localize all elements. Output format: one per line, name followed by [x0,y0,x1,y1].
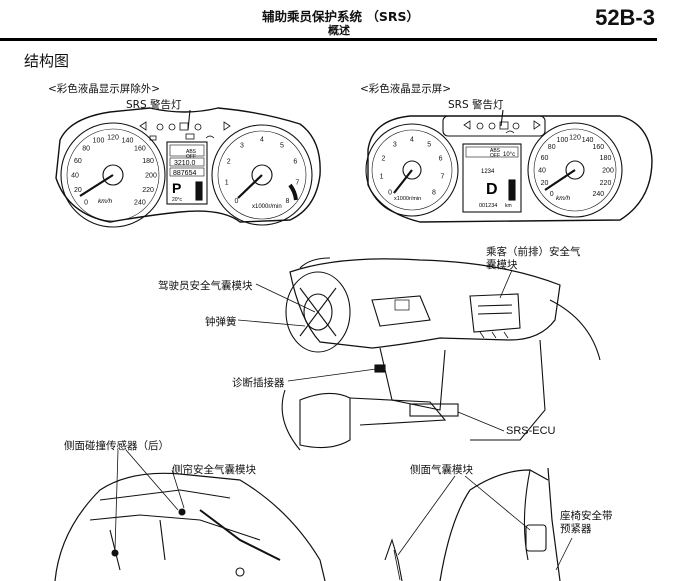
cluster-left-rpm-tick: 7 [295,180,299,187]
cluster-left-rpm-tick: 8 [286,198,290,205]
label-srs-ecu: SRS-ECU [506,425,556,437]
cluster-left-lcd-off: OFF [186,154,196,160]
lower-left-leaders [114,449,185,551]
label-diagnostic-connector: 诊断插接器 [232,377,285,389]
cluster-right-rpm-tick: 3 [393,142,397,149]
cluster-right-rpm-tick: 4 [410,137,414,144]
cluster-right-rpm-tick: 6 [439,156,443,163]
section-title: 结构图 [24,52,70,70]
lower-right-leaders [397,475,573,571]
cluster-right-speed-tick: 60 [541,155,549,162]
cluster-right-rpm-tick: 2 [381,156,385,163]
cluster-right-speed-tick: 180 [600,155,612,162]
vehicle-body-illustration [54,472,326,581]
header-rule [0,38,657,41]
cluster-right-rpm-tick: 5 [427,142,431,149]
cluster-right-lcd-range: 1234 [481,169,495,175]
cluster-right-rpm-unit: x1000r/min [394,196,421,202]
header-title: 辅助乘员保护系统 （SRS） [262,9,419,24]
cluster-left-rpm-unit: x1000r/min [252,204,282,210]
cluster-right-rpm-tick: 7 [440,174,444,181]
cluster-left-speed-unit: km/h [98,198,112,205]
cluster-left-caption: <彩色液晶显示屏除外> [48,83,161,95]
cluster-right-rpm-tick: 0 [388,189,392,196]
cluster-right-warning-label: SRS 警告灯 [448,99,504,111]
cluster-right-speed-tick: 240 [592,191,604,198]
header-subtitle: 概述 [328,24,350,37]
cluster-right-lcd-unit: km [505,203,512,209]
cluster-left-lcd-trip: 3210.0 [174,160,196,167]
cluster-right-lcd-off: OFF [490,153,500,159]
label-driver-airbag: 驾驶员安全气囊模块 [158,280,253,292]
cluster-right-rpm-tick: 8 [432,189,436,196]
cluster-right-speed-tick: 100 [557,137,569,144]
cluster-right-speed-tick: 200 [602,168,614,175]
cluster-right-speed-unit: km/h [556,195,570,202]
label-side-impact-sensor: 侧面碰撞传感器（后） [64,440,169,452]
cluster-right-speed-tick: 20 [541,180,549,187]
cluster-left-rpm-tick: 1 [225,180,229,187]
cluster-left-speed-tick: 140 [122,137,134,144]
cluster-right-caption: <彩色液晶显示屏> [360,83,452,95]
cluster-right-speed-tick: 40 [538,168,546,175]
seat-illustration [384,467,561,581]
cluster-left-speed-tick: 80 [82,146,90,153]
dashboard-illustration [281,257,601,451]
cluster-right-speed-tick: 140 [582,137,594,144]
cluster-right-speed-tick: 120 [569,135,581,142]
cluster-right [365,109,653,223]
label-passenger-airbag: 乘客（前排）安全气囊模块 [486,246,581,271]
cluster-right-lcd-temp: 10°c [503,152,515,158]
page-number: 52B-3 [595,5,655,30]
cluster-left-speed-tick: 120 [107,135,119,142]
cluster-left-lcd-temp: 20°c [172,197,183,203]
cluster-left-rpm-tick: 0 [235,198,239,205]
cluster-right-speed-tick: 160 [592,144,604,151]
cluster-left-rpm-tick: 5 [280,143,284,150]
label-side-airbag: 侧面气囊模块 [410,464,473,476]
cluster-left-lcd-abs: ABS [186,149,197,155]
cluster-left-speed-tick: 100 [93,137,105,144]
cluster-left [55,107,321,228]
cluster-right-lcd-gear: D [486,181,498,198]
cluster-left-rpm-tick: 6 [293,159,297,166]
cluster-left-speed-tick: 0 [84,199,88,206]
cluster-right-lcd-odo: 001234 [479,203,497,209]
cluster-right-lcd-abs: ABS [490,148,501,154]
cluster-right-speed-tick: 80 [548,144,556,151]
cluster-left-speed-tick: 160 [134,146,146,153]
cluster-left-speed-tick: 20 [74,187,82,194]
label-clock-spring: 钟弹簧 [205,316,237,328]
cluster-left-rpm-tick: 4 [260,137,264,144]
cluster-left-speed-tick: 220 [142,187,154,194]
cluster-left-lcd-odo: 887654 [173,170,196,177]
cluster-left-speed-tick: 40 [71,173,79,180]
dashboard-leaders [237,269,513,432]
label-seatbelt-pretensioner: 座椅安全带预紧器 [560,510,613,535]
cluster-right-speed-tick: 220 [600,180,612,187]
cluster-left-lcd-gear: P [172,180,181,196]
cluster-left-speed-tick: 60 [74,158,82,165]
cluster-left-speed-tick: 200 [145,173,157,180]
cluster-left-rpm-tick: 3 [240,143,244,150]
cluster-left-speed-tick: 240 [134,199,146,206]
cluster-right-speed-tick: 0 [550,191,554,198]
cluster-left-speed-tick: 180 [142,158,154,165]
cluster-right-rpm-tick: 1 [380,174,384,181]
cluster-left-rpm-tick: 2 [227,159,231,166]
cluster-left-warning-label: SRS 警告灯 [126,99,182,111]
label-curtain-airbag: 侧帘安全气囊模块 [172,464,256,476]
